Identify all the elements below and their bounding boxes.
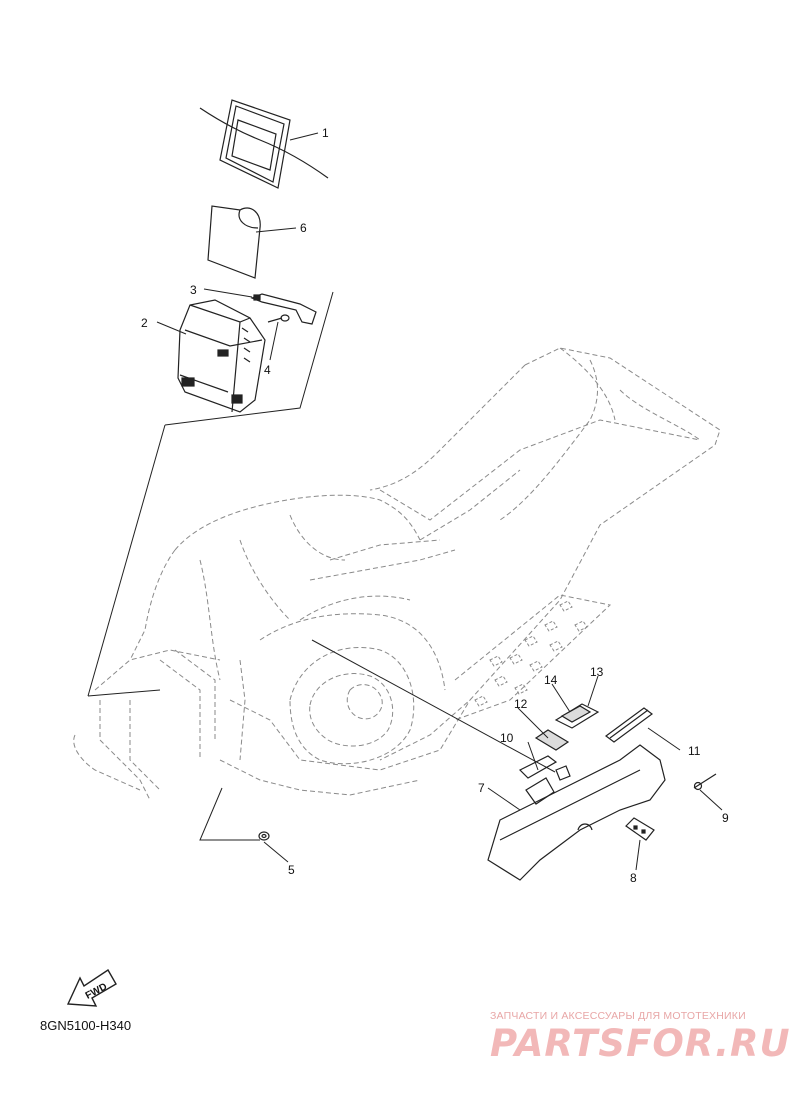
- callout-11: 11: [688, 744, 701, 758]
- part-1-frame: [199, 99, 329, 189]
- callout-12: 12: [514, 697, 528, 711]
- part-11-rod: [604, 707, 654, 743]
- part-3-bracket: [250, 293, 317, 325]
- callout-13: 13: [590, 665, 604, 679]
- callout-1: 1: [322, 126, 329, 140]
- part-14-label: [560, 705, 592, 723]
- callout-3: 3: [190, 283, 197, 297]
- callout-4: 4: [264, 363, 271, 377]
- snowmobile-body-outline: [73, 347, 721, 801]
- part-4-screw: [267, 314, 290, 323]
- callout-labels: 1 2 3 4 5 6 7 8 9 10 11 12 13 14: [141, 126, 729, 885]
- watermark-brand: PARTSFOR.RU: [490, 1022, 791, 1065]
- callout-10: 10: [500, 731, 514, 745]
- part-7-mudguard: [487, 744, 666, 881]
- callout-8: 8: [630, 871, 637, 885]
- callout-5: 5: [288, 863, 295, 877]
- part-6-cover: [207, 205, 261, 279]
- footrest-grips: [474, 600, 588, 707]
- part-10-mount: [518, 755, 571, 805]
- part-12-label: [534, 729, 570, 751]
- callout-6: 6: [300, 221, 307, 235]
- callout-2: 2: [141, 316, 148, 330]
- part-8-plate: [625, 817, 655, 841]
- reference-frames: [87, 291, 556, 841]
- callout-7: 7: [478, 781, 485, 795]
- leader-lines: [156, 132, 723, 871]
- diagram-part-code: 8GN5100-H340: [40, 1018, 132, 1033]
- watermark-tagline: ЗАПЧАСТИ И АКСЕССУАРЫ ДЛЯ МОТОТЕХНИКИ: [490, 1010, 746, 1022]
- callout-14: 14: [544, 673, 558, 687]
- part-9-bolt: [693, 773, 717, 791]
- part-2-case: [177, 299, 266, 413]
- callout-9: 9: [722, 811, 729, 825]
- fwd-arrow-icon: FWD: [66, 969, 117, 1007]
- part-5-grommet: [258, 831, 270, 841]
